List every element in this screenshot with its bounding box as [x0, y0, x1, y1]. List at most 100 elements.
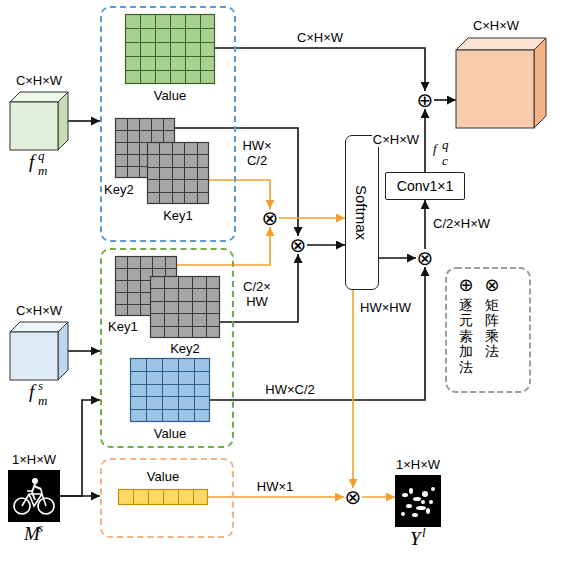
img-part [426, 508, 430, 514]
flow-arrow [209, 180, 270, 209]
grid-part [151, 277, 220, 338]
node-label: ⊗ [262, 209, 279, 227]
node-label: Value [154, 426, 186, 441]
grid-part [130, 396, 210, 397]
node-label: Key1 [163, 208, 193, 223]
grid-part [150, 288, 220, 289]
img-part [402, 493, 408, 497]
node-label: q [38, 149, 45, 163]
grid-part [119, 490, 208, 505]
add-operator: ⊕ [416, 91, 434, 109]
flow-arrow [215, 48, 425, 91]
grid-part [125, 70, 215, 71]
value-vector: Value [118, 489, 208, 505]
grid-part [147, 167, 209, 168]
dimension-label: HW×HW [359, 300, 412, 315]
node-label: C×H×W [473, 18, 519, 33]
node-label: M [24, 524, 40, 544]
flow-arrow [60, 495, 100, 497]
grid-part [162, 358, 163, 422]
img-drawing [8, 470, 60, 522]
node-label: Y [410, 529, 421, 549]
grid-part [194, 358, 195, 422]
grid-part [130, 409, 210, 410]
grid-part [115, 268, 177, 269]
flow-arrow [362, 496, 395, 498]
softmax-box: Softmax [345, 135, 379, 290]
node-label: ⊗ [345, 488, 362, 506]
grid-part [170, 14, 171, 84]
legend-symbol: ⊗ [483, 276, 500, 294]
img-part [8, 470, 60, 522]
img-part [32, 478, 38, 484]
grid-part [192, 276, 193, 338]
cube-part [456, 50, 534, 128]
flow-arrow [220, 254, 298, 322]
grid-part [125, 42, 215, 43]
multiply-operator: ⊗ [289, 236, 307, 254]
grid-part [127, 118, 128, 178]
img-part [431, 487, 435, 491]
dimension-label: HW× C/2 [238, 138, 276, 168]
mask-output: 1×H×WYl [395, 475, 441, 527]
grid-part [127, 256, 128, 316]
legend-text: 逐元素加法 [459, 298, 473, 375]
feature-cube: C×H×Wfsm [10, 322, 68, 380]
flow-arrow [352, 290, 354, 488]
node-label: f [29, 152, 34, 172]
img-drawing [395, 475, 441, 527]
flow-arrow [177, 227, 270, 265]
legend-text: 矩阵乘法 [485, 298, 499, 360]
node-label: ⊗ [417, 249, 434, 267]
img-part [422, 491, 428, 497]
flow-arrow [68, 120, 100, 122]
node-label: 1×H×W [12, 452, 56, 467]
grid-part [206, 276, 207, 338]
node-label: Key2 [104, 182, 134, 197]
grid-part [130, 371, 210, 372]
grid-part [115, 130, 175, 131]
flow-arrow [210, 267, 425, 400]
img-part [429, 500, 433, 504]
grid-part [159, 142, 160, 204]
img-part [401, 512, 405, 516]
grid-part [155, 14, 156, 84]
node-label: f [29, 382, 34, 402]
grid-part [172, 142, 173, 204]
grid-part [184, 142, 185, 204]
grid-part [150, 301, 220, 302]
node-label: l [422, 526, 426, 540]
grid-part [193, 489, 194, 505]
grid-part [164, 276, 165, 338]
grid-drawing [147, 142, 209, 204]
flow-arrow [424, 109, 426, 172]
grid-part [146, 358, 147, 422]
flow-arrow [60, 400, 100, 496]
grid-drawing [130, 358, 210, 422]
query-group: ValueKey2Key1 [100, 6, 236, 242]
grid-drawing [125, 14, 215, 84]
cube-drawing [10, 92, 68, 150]
img-part [412, 513, 418, 517]
grid-part [185, 14, 186, 84]
dimension-label: C/2× HW [238, 279, 276, 309]
grid-part [126, 15, 215, 84]
flow-arrow [279, 217, 345, 219]
img-part [32, 484, 41, 500]
cube-part [58, 322, 68, 380]
dimension-label: HW×C/2 [264, 382, 315, 397]
img-part [416, 506, 426, 510]
node-label: m [38, 394, 47, 408]
key-grid: Key1 [147, 142, 209, 204]
node-label: s [38, 379, 43, 393]
grid-part [125, 28, 215, 29]
grid-part [148, 143, 209, 204]
cube-part [10, 332, 58, 380]
symbol-part: q [441, 137, 450, 152]
symbol-part: c [441, 153, 449, 168]
node-label: ⊗ [290, 236, 307, 254]
cube-drawing [10, 322, 68, 380]
node-label: Key2 [170, 341, 200, 356]
node-label: C×H×W [16, 303, 62, 318]
